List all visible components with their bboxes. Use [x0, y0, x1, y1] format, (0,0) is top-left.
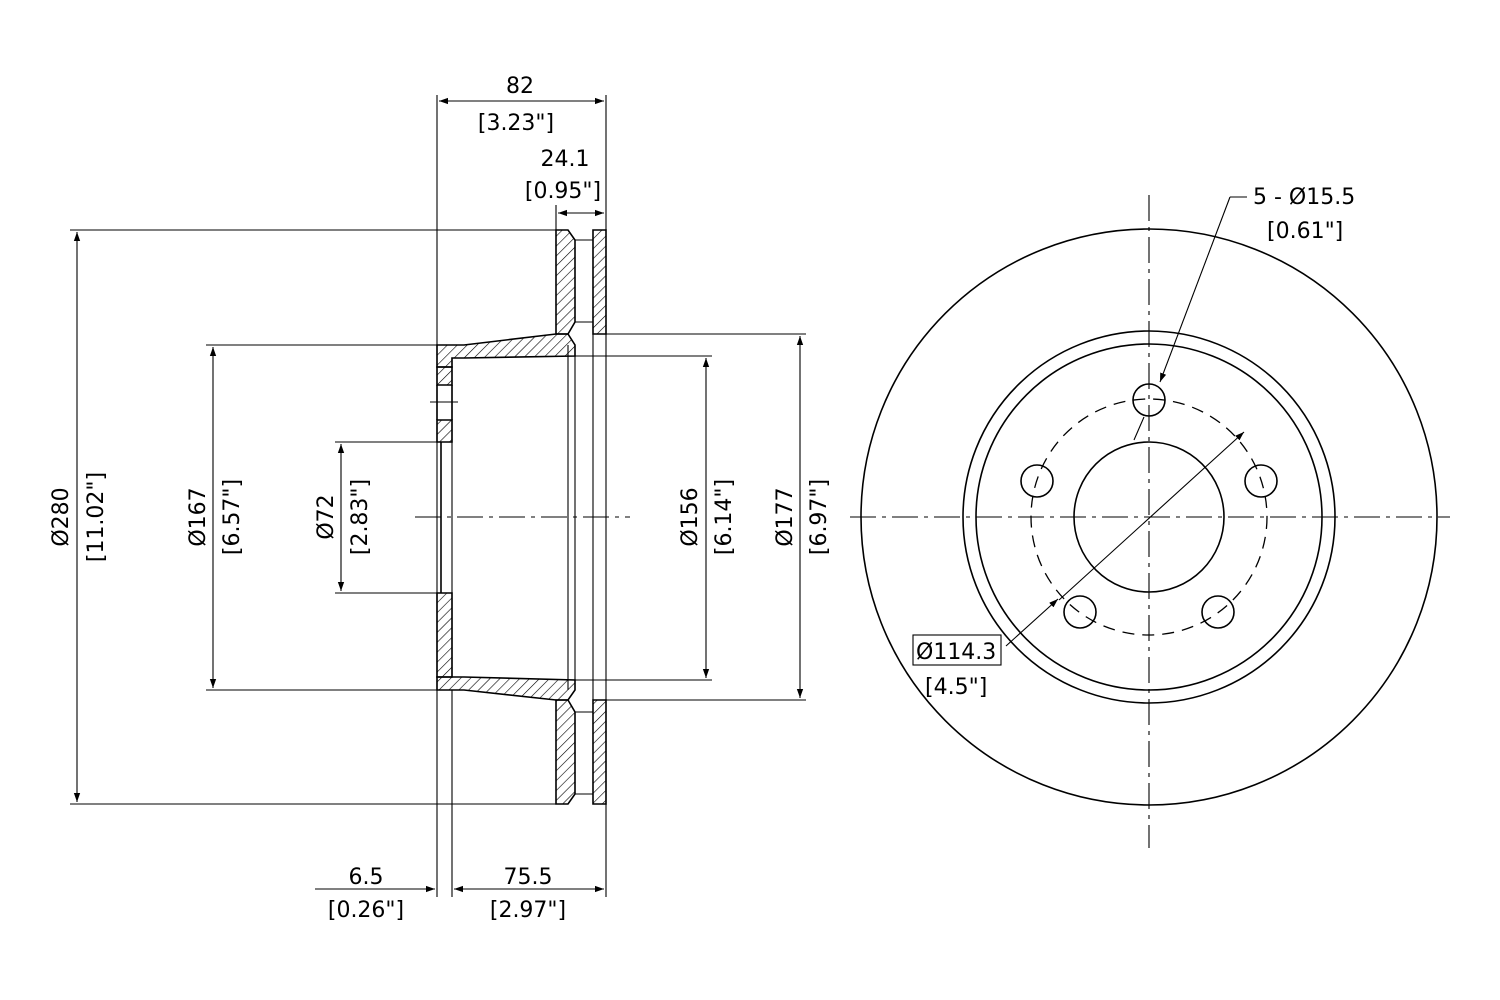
dim-inner-diameter: Ø156 [6.14"]: [678, 358, 737, 678]
dim-height-75-5: 75.5 [2.97"]: [454, 865, 604, 923]
bolt-circle-label-box: [912, 634, 1002, 666]
bolt-circle-inch: [4.5"]: [925, 675, 987, 700]
dim-width-82: 82 [3.23"]: [439, 74, 604, 136]
dim-hat-mm: Ø167: [186, 487, 211, 546]
dim-center-bore: Ø72 [2.83"]: [314, 444, 373, 591]
dim-offset-mm: 6.5: [349, 865, 384, 890]
hat-outer-edge: [975, 343, 1323, 691]
dim-inner-mm: Ø156: [678, 487, 703, 546]
bolt-circle: [1030, 398, 1268, 636]
bolt-hole-3: [1201, 595, 1235, 629]
dim-outer-diameter: Ø280 [11.02"]: [49, 232, 109, 802]
center-bore: [1073, 441, 1225, 593]
friction-ring-top: [555, 229, 607, 335]
hat-wall-bottom: [436, 676, 576, 701]
hub-face-lower: [436, 592, 453, 678]
friction-inner-edge: [962, 330, 1336, 704]
rotor-outer-edge: [860, 228, 1438, 806]
dim-friction-mm: Ø177: [773, 487, 798, 546]
bolt-holes-mm: 5 - Ø15.5: [1253, 185, 1355, 210]
dim-thickness-inch: [0.95"]: [525, 179, 601, 204]
dim-width-inch: [3.23"]: [478, 111, 554, 136]
bolt-hole-2: [1244, 464, 1278, 498]
dim-thickness-24-1: 24.1 [0.95"]: [525, 147, 604, 217]
dim-bore-mm: Ø72: [314, 494, 339, 539]
dim-friction-inner-diameter: Ø177 [6.97"]: [773, 336, 832, 698]
dim-outer-mm: Ø280: [49, 487, 74, 546]
bolt-holes-inch: [0.61"]: [1267, 219, 1343, 244]
bolt-hole-1: [1132, 383, 1166, 417]
dim-inner-inch: [6.14"]: [712, 479, 737, 555]
front-view: [850, 195, 1450, 848]
dim-hat-inch: [6.57"]: [220, 479, 245, 555]
friction-ring-bottom: [555, 699, 607, 805]
bolt-hole-5: [1020, 464, 1054, 498]
dim-bolt-holes: 5 - Ø15.5 [0.61"]: [1133, 185, 1355, 441]
dim-offset-6-5: 6.5 [0.26"]: [315, 865, 435, 923]
dim-width-mm: 82: [506, 74, 534, 99]
dim-offset-inch: [0.26"]: [328, 898, 404, 923]
bolt-hole-4: [1063, 595, 1097, 629]
dim-friction-inch: [6.97"]: [807, 479, 832, 555]
dim-bore-inch: [2.83"]: [348, 479, 373, 555]
dim-height-mm: 75.5: [504, 865, 553, 890]
dim-height-inch: [2.97"]: [490, 898, 566, 923]
dim-outer-inch: [11.02"]: [84, 472, 109, 562]
bolt-circle-mm: Ø114.3: [916, 640, 996, 665]
dim-bolt-circle: Ø114.3 [4.5"]: [912, 431, 1245, 700]
hat-wall-top: [436, 333, 576, 368]
hub-face-upper: [436, 419, 453, 443]
dim-hat-diameter: Ø167 [6.57"]: [186, 347, 245, 688]
section-view: [70, 95, 806, 897]
dim-thickness-mm: 24.1: [541, 147, 590, 172]
